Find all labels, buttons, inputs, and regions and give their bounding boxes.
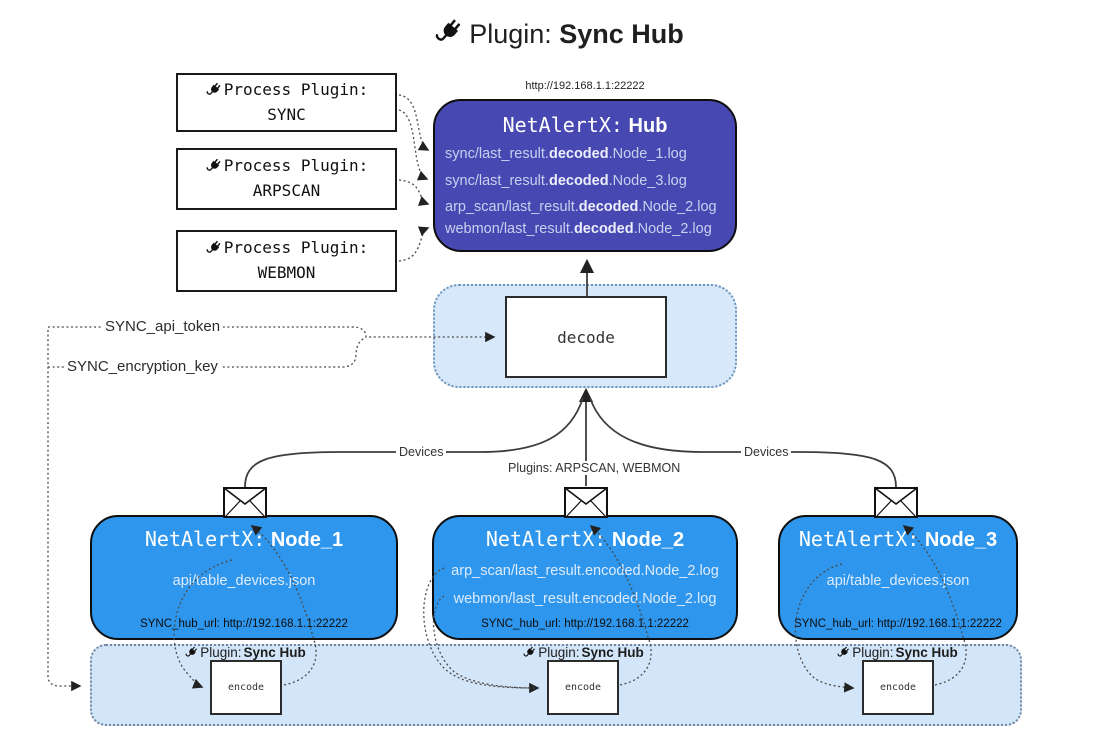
- node-file: webmon/last_result.encoded.Node_2.log: [453, 591, 717, 607]
- hub-title-name: Hub: [628, 115, 668, 137]
- process-plugin-name: ARPSCAN: [252, 181, 321, 200]
- node-hub-url: SYNC_hub_url: http://192.168.1.1:22222: [140, 618, 348, 630]
- node-2-box: NetAlertX: Node_2 arp_scan/last_result.e…: [432, 515, 738, 640]
- hub-title-prefix: NetAlertX:: [502, 113, 623, 137]
- title-name: Sync Hub: [559, 19, 684, 49]
- node-file: api/table_devices.json: [172, 573, 316, 589]
- hub-log-line: sync/last_result.decoded.Node_3.log: [445, 173, 687, 189]
- node-title: NetAlertX: Node_2: [485, 527, 685, 551]
- process-plugin-webmon: Process Plugin: WEBMON: [176, 230, 397, 292]
- process-plugin-label: Process Plugin:: [223, 238, 369, 258]
- process-plugin-name: SYNC: [267, 104, 306, 124]
- node-file: api/table_devices.json: [826, 573, 970, 589]
- node-title: NetAlertX: Node_3: [798, 527, 998, 551]
- process-plugin-arpscan: Process Plugin: ARPSCAN: [176, 148, 397, 210]
- encode-box: encode: [210, 660, 282, 715]
- page-title: Plugin: Sync Hub: [0, 18, 1117, 50]
- plug-icon: [184, 646, 198, 660]
- decode-label: decode: [557, 327, 615, 347]
- node-hub-url: SYNC_hub_url: http://192.168.1.1:22222: [481, 618, 689, 630]
- edge-webmon-to-log: [398, 226, 430, 262]
- title-prefix: Plugin:: [469, 19, 552, 49]
- node-3-box: NetAlertX: Node_3 api/table_devices.json…: [778, 515, 1018, 640]
- envelope-icon: [223, 487, 267, 518]
- node-1-box: NetAlertX: Node_1 api/table_devices.json…: [90, 515, 398, 640]
- edge-tokens-to-band: [47, 330, 82, 692]
- plug-icon: [205, 82, 222, 99]
- edge-arpscan-to-log: [398, 179, 430, 206]
- decode-box: decode: [505, 296, 667, 378]
- hub-url-label: http://192.168.1.1:22222: [525, 80, 645, 92]
- process-plugin-label: Process Plugin:: [223, 79, 369, 99]
- process-plugin-sync: Process Plugin: SYNC: [176, 73, 397, 132]
- sync-api-token-label: SYNC_api_token: [102, 318, 224, 335]
- edge-sync-to-node1-log: [398, 94, 430, 151]
- edge-sync-to-node3-log: [398, 109, 429, 181]
- band-plugin-label: Plugin: Sync Hub: [522, 645, 644, 660]
- node-file: arp_scan/last_result.encoded.Node_2.log: [451, 563, 719, 579]
- plug-icon: [836, 646, 850, 660]
- envelope-icon: [564, 487, 608, 518]
- devices-left-label: Devices: [396, 445, 447, 459]
- sync-encryption-key-label: SYNC_encryption_key: [64, 358, 221, 375]
- node-hub-url: SYNC_hub_url: http://192.168.1.1:22222: [794, 618, 1002, 630]
- band-plugin-label: Plugin: Sync Hub: [184, 645, 306, 660]
- band-plugin-label: Plugin: Sync Hub: [836, 645, 958, 660]
- hub-log-line: arp_scan/last_result.decoded.Node_2.log: [445, 199, 717, 215]
- devices-right-label: Devices: [741, 445, 792, 459]
- process-plugin-label: Process Plugin:: [223, 156, 369, 176]
- process-plugin-name: WEBMON: [257, 263, 316, 282]
- hub-log-line: webmon/last_result.decoded.Node_2.log: [445, 221, 712, 237]
- encode-box: encode: [547, 660, 619, 715]
- encode-box: encode: [862, 660, 934, 715]
- plug-icon: [522, 646, 536, 660]
- envelope-icon: [874, 487, 918, 518]
- plug-icon: [205, 158, 222, 175]
- hub-log-line: sync/last_result.decoded.Node_1.log: [445, 146, 687, 162]
- plugins-center-label: Plugins: ARPSCAN, WEBMON: [505, 461, 684, 475]
- node-title: NetAlertX: Node_1: [144, 527, 344, 551]
- hub-title: NetAlertX: Hub: [435, 113, 735, 138]
- plug-icon: [433, 18, 463, 48]
- plug-icon: [205, 240, 222, 257]
- hub-box: NetAlertX: Hub sync/last_result.decoded.…: [433, 99, 737, 252]
